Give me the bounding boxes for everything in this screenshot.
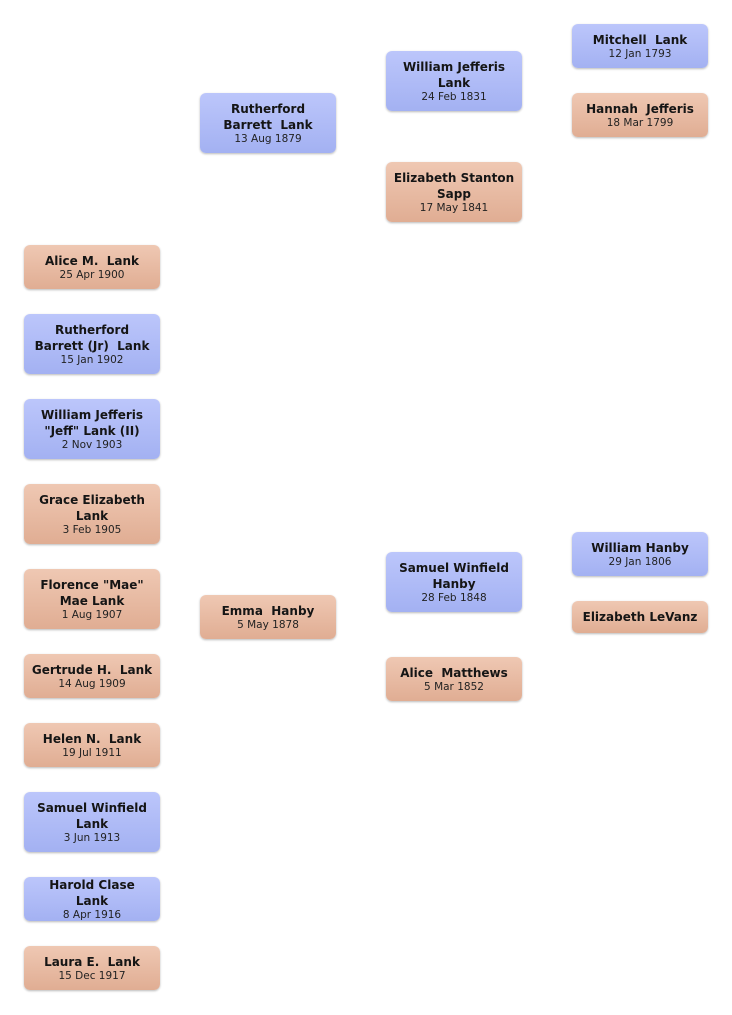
person-name: Alice Matthews xyxy=(400,665,508,680)
person-birth-date: 15 Jan 1902 xyxy=(60,353,124,366)
person-name: William Jefferis "Jeff" Lank (II) xyxy=(40,407,148,438)
person-name: Mitchell Lank xyxy=(592,32,688,47)
person-name: William Hanby xyxy=(591,540,689,555)
person-birth-date: 18 Mar 1799 xyxy=(606,116,674,129)
person-card-child-9[interactable]: Harold Clase Lank 8 Apr 1916 xyxy=(24,877,160,921)
person-card-maternal-grandfather[interactable]: Samuel Winfield Hanby 28 Feb 1848 xyxy=(386,552,522,612)
person-birth-date: 5 May 1878 xyxy=(237,618,299,631)
person-card-great-grandfather-hanby[interactable]: William Hanby 29 Jan 1806 xyxy=(572,532,708,576)
person-name: Elizabeth LeVanz xyxy=(582,610,698,624)
person-card-child-4[interactable]: Grace Elizabeth Lank 3 Feb 1905 xyxy=(24,484,160,544)
person-name: Harold Clase Lank xyxy=(49,877,144,908)
person-card-child-6[interactable]: Gertrude H. Lank 14 Aug 1909 xyxy=(24,654,160,698)
person-card-child-2[interactable]: Rutherford Barrett (Jr) Lank 15 Jan 1902 xyxy=(24,314,160,374)
person-birth-date: 12 Jan 1793 xyxy=(608,47,672,60)
person-birth-date: 17 May 1841 xyxy=(419,201,489,214)
person-birth-date: 28 Feb 1848 xyxy=(421,591,487,604)
person-birth-date: 29 Jan 1806 xyxy=(608,555,672,568)
person-name: Florence "Mae" Mae Lank xyxy=(40,577,152,608)
person-name: Alice M. Lank xyxy=(44,253,140,268)
person-birth-date: 14 Aug 1909 xyxy=(58,677,126,690)
person-card-maternal-grandmother[interactable]: Alice Matthews 5 Mar 1852 xyxy=(386,657,522,701)
person-card-paternal-grandmother[interactable]: Elizabeth Stanton Sapp 17 May 1841 xyxy=(386,162,522,222)
person-name: Helen N. Lank xyxy=(42,731,142,746)
person-name: Rutherford Barrett (Jr) Lank xyxy=(34,322,150,353)
person-card-child-5[interactable]: Florence "Mae" Mae Lank 1 Aug 1907 xyxy=(24,569,160,629)
person-birth-date: 3 Feb 1905 xyxy=(62,523,122,536)
person-card-great-grandmother-levanz[interactable]: Elizabeth LeVanz xyxy=(572,601,708,633)
person-birth-date: 15 Dec 1917 xyxy=(58,969,126,982)
person-name: William Jefferis Lank xyxy=(402,59,514,90)
person-card-paternal-grandfather[interactable]: William Jefferis Lank 24 Feb 1831 xyxy=(386,51,522,111)
person-birth-date: 25 Apr 1900 xyxy=(59,268,125,281)
person-card-child-10[interactable]: Laura E. Lank 15 Dec 1917 xyxy=(24,946,160,990)
person-birth-date: 24 Feb 1831 xyxy=(421,90,487,103)
person-card-father[interactable]: Rutherford Barrett Lank 13 Aug 1879 xyxy=(200,93,336,153)
person-birth-date: 8 Apr 1916 xyxy=(62,908,122,921)
person-card-child-8[interactable]: Samuel Winfield Lank 3 Jun 1913 xyxy=(24,792,160,852)
person-card-great-grandfather-lank[interactable]: Mitchell Lank 12 Jan 1793 xyxy=(572,24,708,68)
person-card-mother[interactable]: Emma Hanby 5 May 1878 xyxy=(200,595,336,639)
person-card-child-1[interactable]: Alice M. Lank 25 Apr 1900 xyxy=(24,245,160,289)
person-name: Gertrude H. Lank xyxy=(31,662,153,677)
person-name: Samuel Winfield Hanby xyxy=(399,560,518,591)
person-card-great-grandmother-jefferis[interactable]: Hannah Jefferis 18 Mar 1799 xyxy=(572,93,708,137)
person-name: Grace Elizabeth Lank xyxy=(39,492,154,523)
person-birth-date: 13 Aug 1879 xyxy=(234,132,302,145)
person-name: Samuel Winfield Lank xyxy=(37,800,156,831)
person-name: Emma Hanby xyxy=(221,603,315,618)
person-birth-date: 19 Jul 1911 xyxy=(62,746,122,759)
person-name: Rutherford Barrett Lank xyxy=(223,101,314,132)
person-name: Elizabeth Stanton Sapp xyxy=(393,170,523,201)
person-card-child-3[interactable]: William Jefferis "Jeff" Lank (II) 2 Nov … xyxy=(24,399,160,459)
person-card-child-7[interactable]: Helen N. Lank 19 Jul 1911 xyxy=(24,723,160,767)
person-birth-date: 2 Nov 1903 xyxy=(61,438,123,451)
person-birth-date: 3 Jun 1913 xyxy=(63,831,121,844)
person-birth-date: 5 Mar 1852 xyxy=(424,680,484,693)
person-name: Hannah Jefferis xyxy=(586,101,694,116)
person-birth-date: 1 Aug 1907 xyxy=(61,608,123,621)
person-name: Laura E. Lank xyxy=(44,954,140,969)
